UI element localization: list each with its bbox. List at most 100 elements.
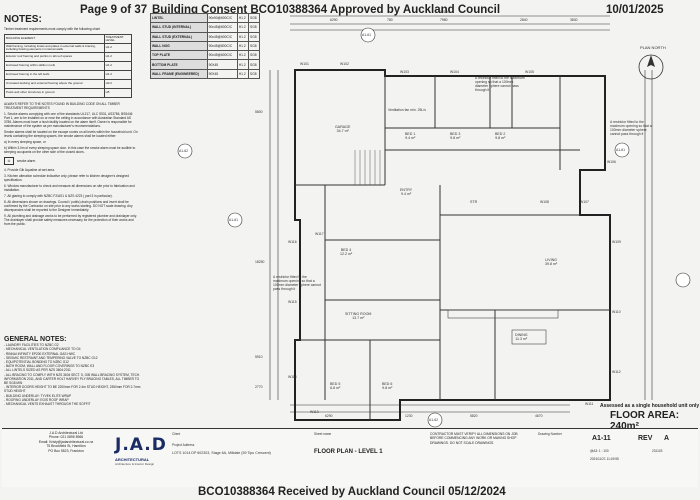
section-marker: A1-61 [229, 218, 239, 222]
note-paragraph: 8. All dimensions shown on drawings. Cou… [4, 200, 133, 212]
section-marker: A1-62 [179, 149, 189, 153]
dimension-label: 7980 [440, 18, 448, 22]
table-cell: H1.2 [236, 22, 250, 33]
note-paragraph: 3. Kitchen alteration schedule indicativ… [4, 174, 129, 182]
title-block: J.A.D Architectural Ltd Phone: 021 0895 … [2, 428, 698, 487]
room-area: 9.8 m² [382, 386, 393, 390]
room-area: 9.4 m² [405, 136, 416, 140]
drawing-number: A1-11 [592, 435, 611, 442]
window-tag: W104 [450, 70, 459, 74]
table-cell: 90x45@600C/C [206, 31, 238, 42]
room-name: BED 1 [405, 132, 416, 136]
room-area: 6.8 m² [330, 386, 341, 390]
list-item: - BATH ROOM, WALL AND FLOOR COVERINGS TO… [4, 364, 95, 369]
room-name: ENTRY [400, 188, 413, 192]
general-notes-title: GENERAL NOTES: [4, 336, 67, 343]
disclaimer: CONTRACTOR MUST VERIFY ALL DIMENSIONS ON… [430, 432, 518, 445]
consent-date: 10/01/2025 [606, 4, 664, 16]
window-tag: W113 [310, 410, 319, 414]
dimension-label: 780 [387, 18, 393, 22]
dimension-label: 2770 [255, 385, 263, 389]
dimension-label: 3830 [570, 18, 578, 22]
company-line: PO Box 5523, Frankton [48, 448, 84, 453]
table-header: BUILDING ELEMENT [4, 34, 105, 44]
note-paragraph: 1. Smoke alarms complying with one of th… [4, 112, 133, 128]
list-item: - RINNAI INFINITY EP200 EXTERNAL GAS HWC [4, 351, 76, 356]
window-tag: W112 [612, 370, 621, 374]
company-logo: J.A.D [115, 435, 167, 455]
note-paragraph: 9. All plumbing and drainage works to be… [4, 214, 138, 226]
dimension-label: 6290 [330, 18, 338, 22]
floor-plan: GARAGE 34.7 m² BED 1 9.4 m² BED 2 9.8 m²… [140, 10, 700, 430]
drawing-scale: @A3: 1 : 100 [590, 449, 609, 453]
room-label: LIVING 39.8 m² [545, 258, 557, 266]
list-item: - LAUNDRY FACILITIES TO NZBC G2 [4, 343, 59, 348]
vent-note: Ventilation fan min. 25L/s [388, 108, 426, 112]
table-row: Wall framing, including lintels and plat… [4, 43, 133, 53]
dimension-label: 5820 [470, 414, 478, 418]
room-label: GARAGE 34.7 m² [335, 125, 350, 133]
table-cell: 90x45@800C/C [206, 40, 238, 52]
room-area: 34.7 m² [336, 129, 349, 133]
job-number: 231103 [652, 449, 663, 453]
company-line: Phone: 021 0895 8966 [48, 435, 84, 440]
table-cell: WALL FRAME (ENGINEERED) [150, 68, 208, 80]
note-paragraph: ALWAYS REFER TO THE NOTES FOUND IN BUILD… [4, 102, 120, 110]
revision-value: A [664, 435, 670, 442]
notes-title: NOTES: [4, 14, 42, 25]
table-cell: SG8 [248, 68, 260, 80]
company-line: Email: Kristy@jadarchitectural.co.nz [38, 439, 94, 444]
notes-intro: Timber treatment requirements must compl… [4, 27, 101, 31]
note-paragraph: 7. All glazing to comply with NZBC F2/AS… [4, 194, 113, 198]
table-header: TREATMENT LEVEL [103, 34, 133, 44]
room-label: BED 5 6.8 m² [330, 382, 340, 390]
room-label: BED 3 9.8 m² [450, 132, 460, 140]
table-row: Uncoated decking and external framing ab… [4, 79, 133, 89]
room-label: STR [470, 200, 477, 204]
floor-area: FLOOR AREA: 240m² [610, 410, 680, 432]
received-stamp: BCO10388364 Received by Auckland Council… [198, 486, 506, 498]
table-cell: Wall framing, including lintels and plat… [4, 43, 105, 53]
company-line: J.A.D Architectural Ltd [49, 431, 83, 435]
window-tag: W109 [612, 240, 621, 244]
plot-date: 2024/11/21 11:49:55 [590, 457, 619, 461]
room-name: BED 3 [450, 132, 461, 136]
list-item: - INTERIOR DOORS HEIGHT TO BE 2200mm FOR… [4, 385, 141, 394]
table-cell: H1.2 [103, 43, 133, 53]
dimension-label: 18140 [440, 10, 450, 14]
window-tag: W103 [400, 70, 409, 74]
room-name: STR [470, 200, 478, 204]
table-cell: H1.2 [236, 59, 250, 70]
table-cell: SG8 [248, 22, 260, 33]
smoke-alarm-icon: ⊙ [4, 157, 14, 165]
dimension-label: 6290 [325, 414, 333, 418]
section-marker: A1-61 [616, 148, 626, 152]
table-cell: H1.2 [236, 50, 250, 61]
sheet-title: FLOOR PLAN - LEVEL 1 [314, 449, 383, 455]
company-tagline: Architecture & Interior Design [115, 462, 155, 466]
table-cell: SG8 [248, 50, 260, 61]
window-tag: W106 [607, 160, 616, 164]
room-name: BED 5 [330, 382, 341, 386]
restrictor-note: A restrictor fitted to the maximum openi… [273, 275, 321, 291]
window-tag: W102 [340, 62, 349, 66]
restrictor-note: A restrictor fitted to the maximum openi… [475, 76, 525, 92]
window-tag: W107 [580, 200, 589, 204]
north-label: PLAN NORTH [640, 45, 666, 50]
revision-label: REV [638, 435, 653, 442]
note-paragraph: 6. Window manufacturer to check and meas… [4, 184, 135, 192]
list-item: - MECHANICAL VENTILATION COMPLIANCE TO G… [4, 347, 81, 352]
room-label: DINING 11.3 m² [515, 333, 528, 341]
section-marker: A1-61 [362, 33, 372, 37]
table-cell: BOTTOM PLATE [150, 59, 208, 70]
dimension-label: 4670 [535, 414, 543, 418]
room-area: 12.2 m² [340, 252, 353, 256]
table-cell: WALL STUD (INTERNAL) [150, 22, 208, 33]
